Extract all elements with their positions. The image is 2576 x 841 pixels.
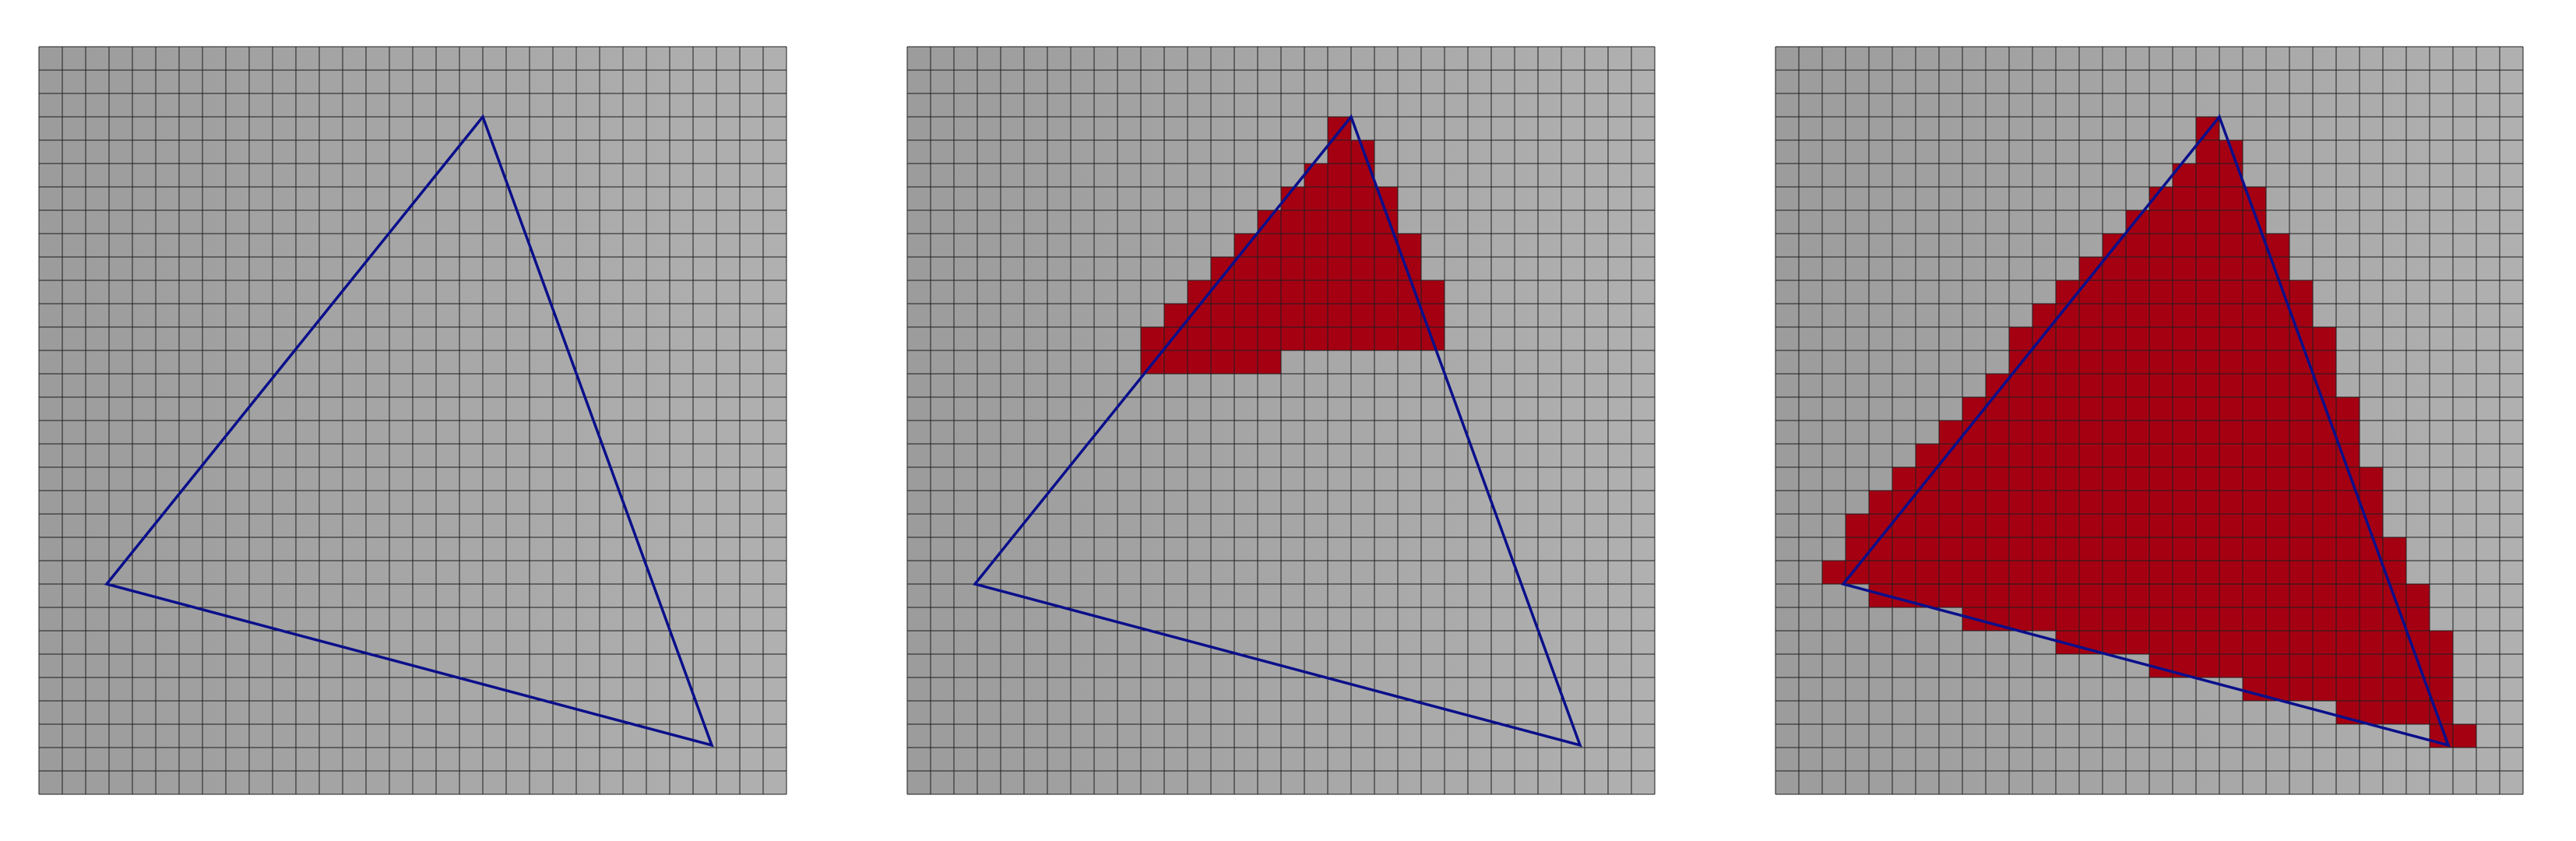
triangle-outline — [104, 114, 714, 748]
panel-2 — [906, 46, 1656, 795]
filled-cell-run — [2056, 631, 2453, 654]
filled-cell-run — [1846, 514, 2383, 537]
filled-cell-run — [1916, 444, 2360, 467]
grid-lines — [906, 46, 1656, 795]
panel-3 — [1775, 46, 2524, 795]
grid-lines — [1775, 46, 2524, 795]
triangle-outline — [1840, 114, 2451, 748]
filled-cell-run — [2056, 280, 2313, 304]
filled-cell-run — [1986, 374, 2336, 397]
filled-cell-run — [1962, 397, 2360, 420]
triangle-outline — [972, 114, 1582, 748]
filled-cell-run — [2079, 257, 2289, 280]
filled-cell-run — [1211, 257, 1421, 280]
filled-cell-run — [1141, 327, 1445, 350]
filled-cell-run — [1892, 467, 2383, 491]
filled-cell-run — [1822, 561, 2406, 584]
filled-cell-run — [2149, 654, 2453, 677]
filled-cell-run — [1188, 280, 1445, 304]
panel-1 — [38, 46, 787, 795]
filled-cell-run — [1304, 164, 1374, 187]
grid-lines — [38, 46, 787, 795]
filled-cell-run — [2243, 677, 2453, 701]
panels-group — [38, 46, 2524, 795]
filled-cell-run — [2173, 164, 2243, 187]
